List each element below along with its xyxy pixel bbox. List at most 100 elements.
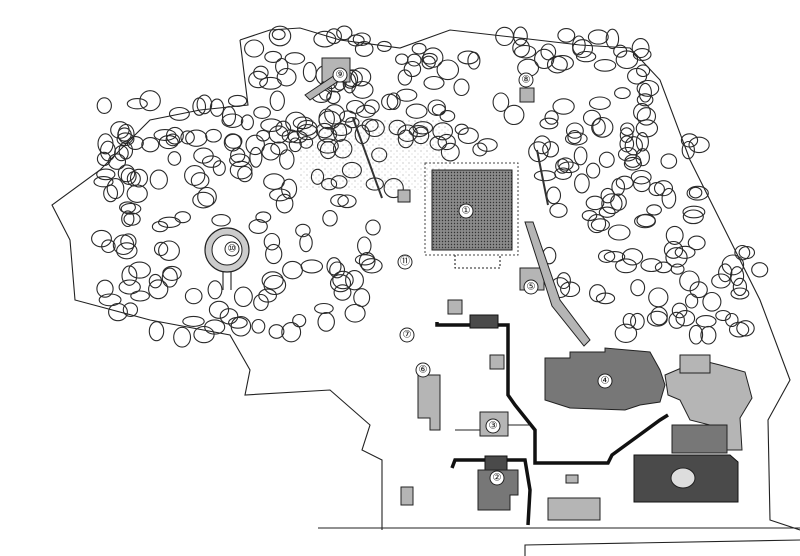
tree: [93, 176, 114, 188]
tree: [439, 110, 456, 123]
tree: [121, 210, 135, 228]
tree: [300, 259, 324, 274]
tree: [633, 176, 651, 193]
tree: [431, 103, 446, 116]
tree: [636, 93, 654, 107]
tree: [619, 127, 634, 143]
tree: [353, 288, 371, 308]
tree: [457, 50, 479, 65]
marker-circle-4: [597, 373, 613, 389]
tree: [614, 323, 638, 343]
tree: [299, 233, 313, 253]
tree: [636, 213, 656, 228]
tree: [96, 168, 116, 181]
tree: [688, 324, 704, 345]
tree: [259, 76, 282, 90]
tree: [610, 193, 627, 211]
tree: [352, 32, 371, 46]
tree: [686, 185, 709, 201]
tree: [129, 168, 149, 188]
marker-label-2: ②: [493, 473, 502, 484]
fence-line-1: [352, 117, 383, 199]
tree: [513, 26, 528, 46]
tree: [633, 103, 651, 122]
tree: [682, 205, 706, 219]
tree: [453, 78, 470, 97]
tree: [228, 316, 248, 329]
tree: [101, 239, 116, 254]
tree: [168, 106, 190, 121]
tree: [734, 244, 751, 261]
tree: [96, 151, 112, 167]
tree: [411, 42, 427, 55]
marker-circle-1: [458, 203, 474, 219]
tree: [601, 193, 623, 215]
building-4-annex-2: [679, 354, 711, 374]
tree: [91, 229, 112, 248]
tree: [593, 59, 617, 72]
tree: [260, 118, 283, 133]
tree: [279, 149, 295, 170]
tree: [265, 243, 283, 265]
tree: [588, 96, 611, 110]
tree: [275, 57, 289, 76]
tree: [581, 210, 598, 222]
tree: [126, 136, 144, 150]
tree: [184, 165, 206, 186]
tree: [192, 191, 215, 209]
tree: [344, 303, 366, 323]
marker-label-11: ⑪: [400, 256, 410, 268]
tree: [573, 146, 588, 166]
tree: [556, 272, 571, 290]
tree: [330, 194, 349, 207]
tree: [736, 320, 755, 337]
tree: [221, 113, 244, 128]
tree: [333, 284, 352, 301]
building-2: [477, 469, 519, 511]
main-hall-steps: [454, 255, 501, 269]
tree: [245, 134, 265, 156]
tree: [615, 50, 639, 70]
tree: [630, 169, 652, 185]
tree: [116, 132, 135, 147]
tree: [738, 246, 756, 260]
tree: [585, 195, 605, 211]
tree: [665, 225, 684, 245]
tree: [564, 131, 588, 146]
tree: [148, 321, 165, 342]
tree: [208, 300, 230, 319]
tree: [653, 180, 674, 197]
tree: [621, 248, 644, 266]
tree: [679, 270, 700, 292]
tree: [223, 133, 242, 152]
tree: [654, 261, 673, 274]
tree: [623, 156, 642, 171]
tree: [636, 107, 657, 126]
tree: [347, 34, 365, 47]
tree: [253, 65, 269, 80]
tree: [396, 88, 418, 102]
tree: [381, 93, 399, 111]
tree: [377, 40, 392, 52]
tree: [107, 153, 127, 170]
tree: [407, 53, 422, 67]
tree: [554, 167, 573, 180]
tree: [128, 261, 151, 279]
tree: [684, 293, 699, 309]
tree: [326, 90, 341, 105]
tree: [354, 41, 374, 57]
marker-label-1: ①: [462, 206, 471, 217]
tree: [237, 165, 253, 183]
tree: [196, 94, 213, 115]
tree: [575, 50, 597, 63]
tree: [251, 318, 266, 334]
marker-circle-2: [489, 470, 505, 486]
tree: [514, 44, 537, 59]
tree: [167, 151, 182, 166]
small-gate: [565, 474, 579, 484]
tree: [557, 28, 576, 43]
tree: [96, 97, 112, 114]
tree: [598, 206, 616, 218]
marker-circle-10: [224, 241, 240, 257]
